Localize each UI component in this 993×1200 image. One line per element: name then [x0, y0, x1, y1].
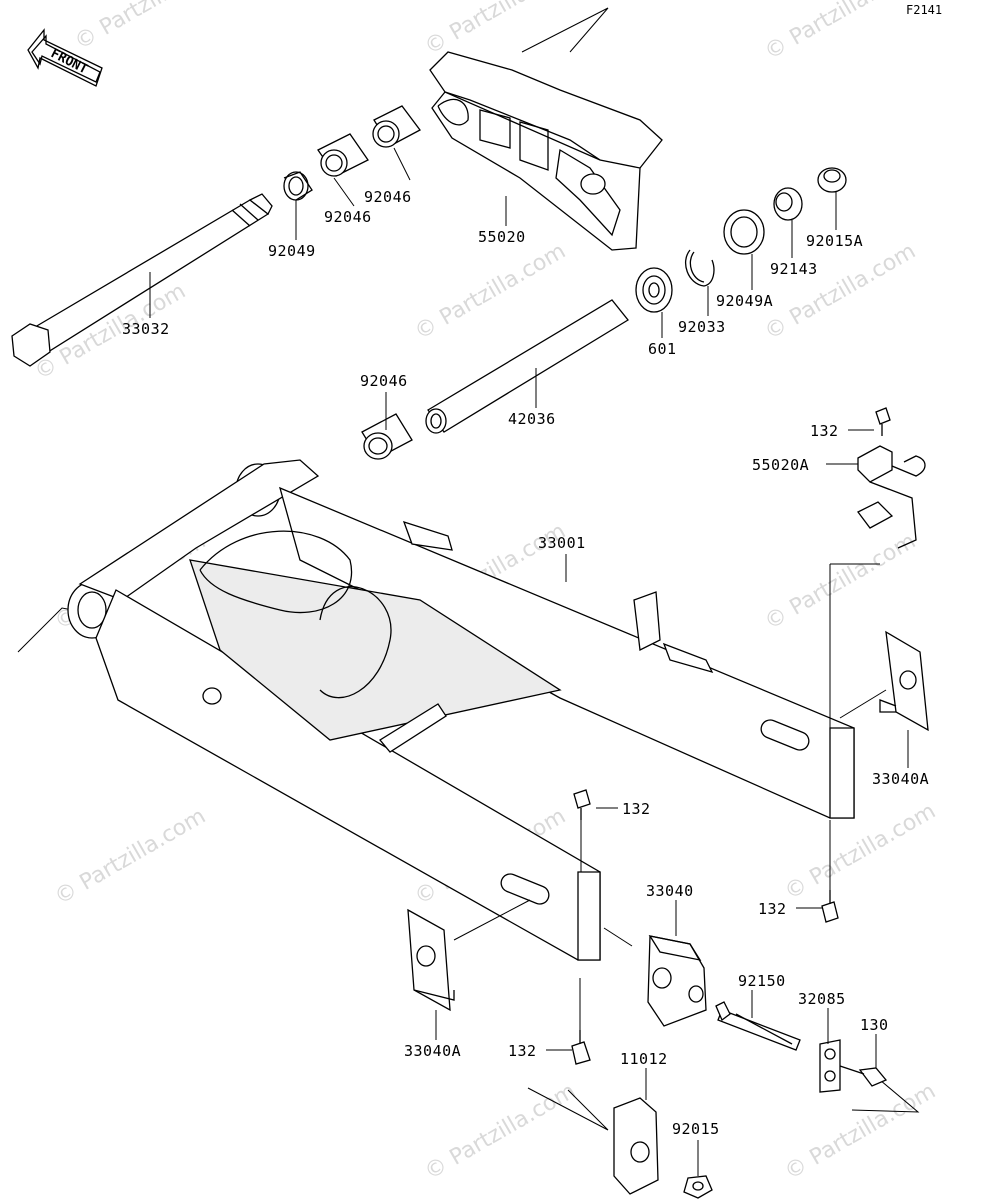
needle-bearing-92046-b	[372, 105, 421, 148]
part-label-601: 601	[648, 340, 677, 358]
part-label-32085: 32085	[798, 990, 846, 1008]
orientation-markers	[17, 7, 920, 1131]
part-label-130: 130	[860, 1016, 889, 1034]
part-label-132-top: 132	[810, 422, 839, 440]
bolt-132-mid	[573, 789, 591, 820]
chain-adjuster-plate-33040a-right	[879, 630, 929, 732]
watermark: © Partzilla.com	[421, 0, 581, 60]
bolt-130	[839, 1065, 888, 1087]
part-label-33040: 33040	[646, 882, 694, 900]
part-label-132-mid: 132	[622, 800, 651, 818]
part-label-132-bottom: 132	[508, 1042, 537, 1060]
hose-bracket-55020a	[857, 445, 926, 549]
part-label-92046-c: 92046	[360, 372, 408, 390]
part-label-42036: 42036	[508, 410, 556, 428]
part-label-92049a: 92049A	[716, 292, 773, 310]
collar-92143	[773, 187, 803, 221]
part-label-92143: 92143	[770, 260, 818, 278]
part-label-33032: 33032	[122, 320, 170, 338]
chain-adjuster-block-33040	[647, 935, 707, 1027]
watermark: © Partzilla.com	[781, 1079, 941, 1186]
watermark: © Partzilla.com	[421, 1079, 581, 1186]
leader-lines	[149, 147, 909, 1176]
chain-guide-55020	[429, 51, 663, 251]
swingarm-pivot-shaft-33032	[11, 193, 273, 367]
part-label-92015: 92015	[672, 1120, 720, 1138]
nut-92015	[683, 1175, 713, 1199]
needle-bearing-92046-a	[317, 133, 369, 177]
chain-adjuster-plate-33040a-left	[407, 908, 455, 1012]
watermark: © Partzilla.com	[51, 804, 211, 911]
oil-seal-92049	[283, 171, 313, 201]
part-label-92033: 92033	[678, 318, 726, 336]
part-labels: 55020 92046 92046 92049 33032 92015A 921…	[122, 188, 929, 1138]
figure-code: F2141	[906, 3, 942, 17]
part-label-92150: 92150	[738, 972, 786, 990]
oil-seal-92049a	[723, 209, 765, 255]
swingarm-33001	[67, 459, 855, 961]
part-label-92049: 92049	[268, 242, 316, 260]
pivot-sleeve-42036	[425, 299, 629, 434]
part-label-55020: 55020	[478, 228, 526, 246]
watermark: © Partzilla.com	[761, 529, 921, 636]
watermark: © Partzilla.com	[411, 239, 571, 346]
watermark: © Partzilla.com	[71, 0, 231, 55]
block-11012	[613, 1097, 659, 1195]
plate-32085	[819, 1039, 841, 1093]
part-label-92015a: 92015A	[806, 232, 863, 250]
watermark: © Partzilla.com	[761, 0, 921, 65]
circlip-92033	[685, 249, 715, 287]
bolt-132-bottom	[571, 1030, 591, 1065]
bolt-132-top	[875, 407, 891, 436]
watermark: © Partzilla.com	[761, 239, 921, 346]
part-label-33040a-right: 33040A	[872, 770, 929, 788]
part-label-92046-b: 92046	[364, 188, 412, 206]
needle-bearing-92046-c	[361, 413, 413, 460]
adjuster-bolt-92150	[715, 1001, 801, 1051]
watermark: © Partzilla.com	[781, 799, 941, 906]
part-label-55020a: 55020A	[752, 456, 809, 474]
part-label-33040a-left: 33040A	[404, 1042, 461, 1060]
part-label-33001: 33001	[538, 534, 586, 552]
bolt-132-right	[821, 890, 839, 923]
collar-92015a	[817, 167, 847, 193]
part-label-11012: 11012	[620, 1050, 668, 1068]
ball-bearing-601	[635, 267, 673, 313]
part-label-132-right: 132	[758, 900, 787, 918]
part-label-92046-a: 92046	[324, 208, 372, 226]
